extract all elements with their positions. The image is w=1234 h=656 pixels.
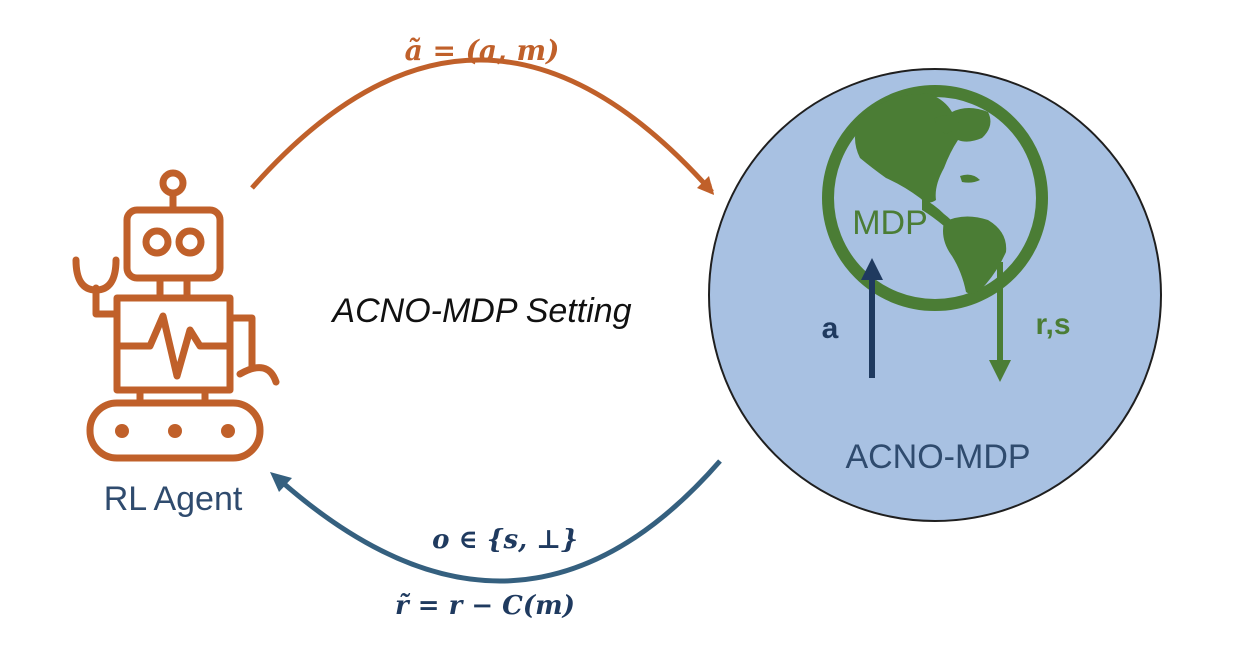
robot-icon: [72, 169, 280, 462]
agent-label: RL Agent: [104, 480, 243, 518]
setting-label: ACNO-MDP Setting: [330, 292, 631, 330]
top-edge-label: ã = (a, m): [405, 34, 560, 67]
action-up-arrow-head: [861, 258, 883, 280]
action-label: a: [822, 312, 839, 345]
mdp-label: MDP: [852, 204, 928, 242]
environment-label: ACNO-MDP: [845, 438, 1030, 476]
feedback-arrow-bottom: [280, 459, 722, 584]
feedback-arrow-head: [270, 472, 292, 492]
action-arrow-top: [250, 57, 714, 195]
reward-down-arrow-head: [989, 360, 1011, 382]
environment-circle: [708, 68, 1162, 522]
bottom-edge-reward-label: r̃ = r − C(m): [395, 591, 575, 621]
action-arrow-head: [697, 176, 714, 195]
globe-icon: [822, 85, 1048, 311]
robot-tread-wheels: [115, 424, 235, 438]
reward-state-label: r,s: [1035, 308, 1070, 341]
bottom-edge-observation-label: o ∈ {s, ⊥}: [432, 525, 578, 555]
